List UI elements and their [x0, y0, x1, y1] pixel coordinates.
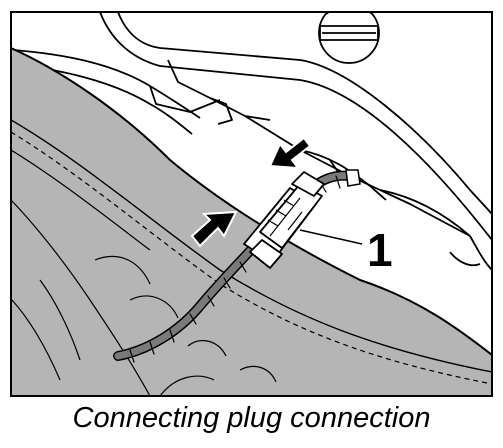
pull-arrow-icon [190, 210, 238, 248]
cable-harness [113, 169, 361, 363]
callout-number: 1 [367, 224, 393, 276]
screw-cap [318, 12, 380, 64]
callout-leader-line [299, 229, 363, 245]
figure-caption: Connecting plug connection [72, 402, 431, 434]
push-arrow-icon [268, 136, 312, 170]
plug-connector [243, 171, 325, 269]
figure-frame [10, 11, 493, 397]
